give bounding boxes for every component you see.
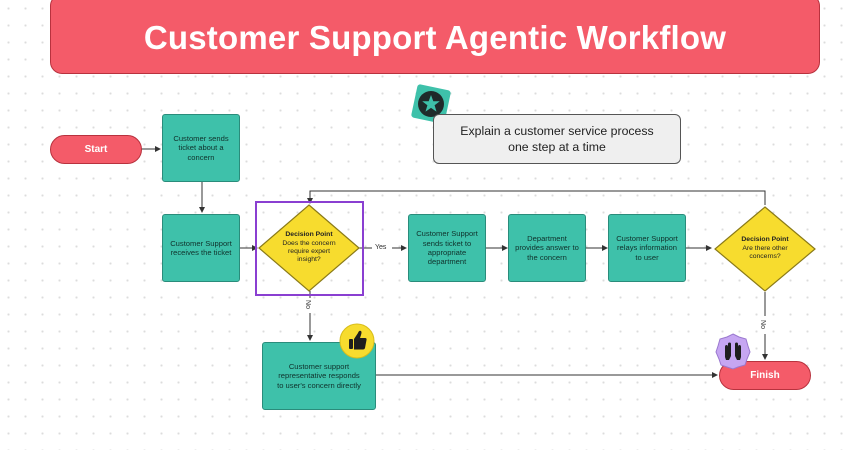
- star-icon: [411, 84, 451, 124]
- callout-box: Explain a customer service process one s…: [433, 114, 681, 164]
- decision-1-text: Does the concern require expert insight?: [282, 239, 336, 264]
- node-receives-ticket[interactable]: Customer Support receives the ticket: [162, 214, 240, 282]
- page-title: Customer Support Agentic Workflow: [143, 19, 727, 56]
- raised-hands-icon: [714, 332, 752, 370]
- node-sends-to-department-label: Customer Support sends ticket to appropr…: [416, 229, 478, 267]
- start-label: Start: [84, 144, 108, 155]
- decision-2-text: Are there other concerns?: [742, 244, 788, 261]
- decision-expert-insight[interactable]: Decision Point Does the concern require …: [257, 203, 361, 293]
- node-relays-information-label: Customer Support relays information to u…: [616, 233, 678, 262]
- decision-2-title: Decision Point: [741, 236, 789, 244]
- callout-line-1: Explain a customer service process: [460, 124, 654, 138]
- decision-1-title: Decision Point: [285, 231, 333, 239]
- node-receives-ticket-label: Customer Support receives the ticket: [170, 238, 232, 257]
- node-department-answer-label: Department provides answer to the concer…: [515, 233, 579, 262]
- edge-label-yes: Yes: [375, 244, 387, 251]
- edge-label-no-1: No: [303, 300, 311, 309]
- node-relays-information[interactable]: Customer Support relays information to u…: [608, 214, 686, 282]
- node-sends-ticket-label: Customer sends ticket about a concern: [173, 133, 229, 162]
- callout-line-2: one step at a time: [508, 140, 606, 154]
- start-node[interactable]: Start: [50, 135, 142, 164]
- node-responds-directly-label: Customer support representative responds…: [277, 361, 361, 390]
- node-department-answer[interactable]: Department provides answer to the concer…: [508, 214, 586, 282]
- finish-label: Finish: [750, 370, 780, 381]
- edge-label-no-2: No: [758, 320, 766, 329]
- node-sends-to-department[interactable]: Customer Support sends ticket to appropr…: [408, 214, 486, 282]
- node-sends-ticket[interactable]: Customer sends ticket about a concern: [162, 114, 240, 182]
- selection-frame: [255, 201, 364, 296]
- thumbs-up-icon: [338, 322, 376, 360]
- title-banner: Customer Support Agentic Workflow: [50, 0, 820, 74]
- decision-other-concerns[interactable]: Decision Point Are there other concerns?: [713, 205, 817, 293]
